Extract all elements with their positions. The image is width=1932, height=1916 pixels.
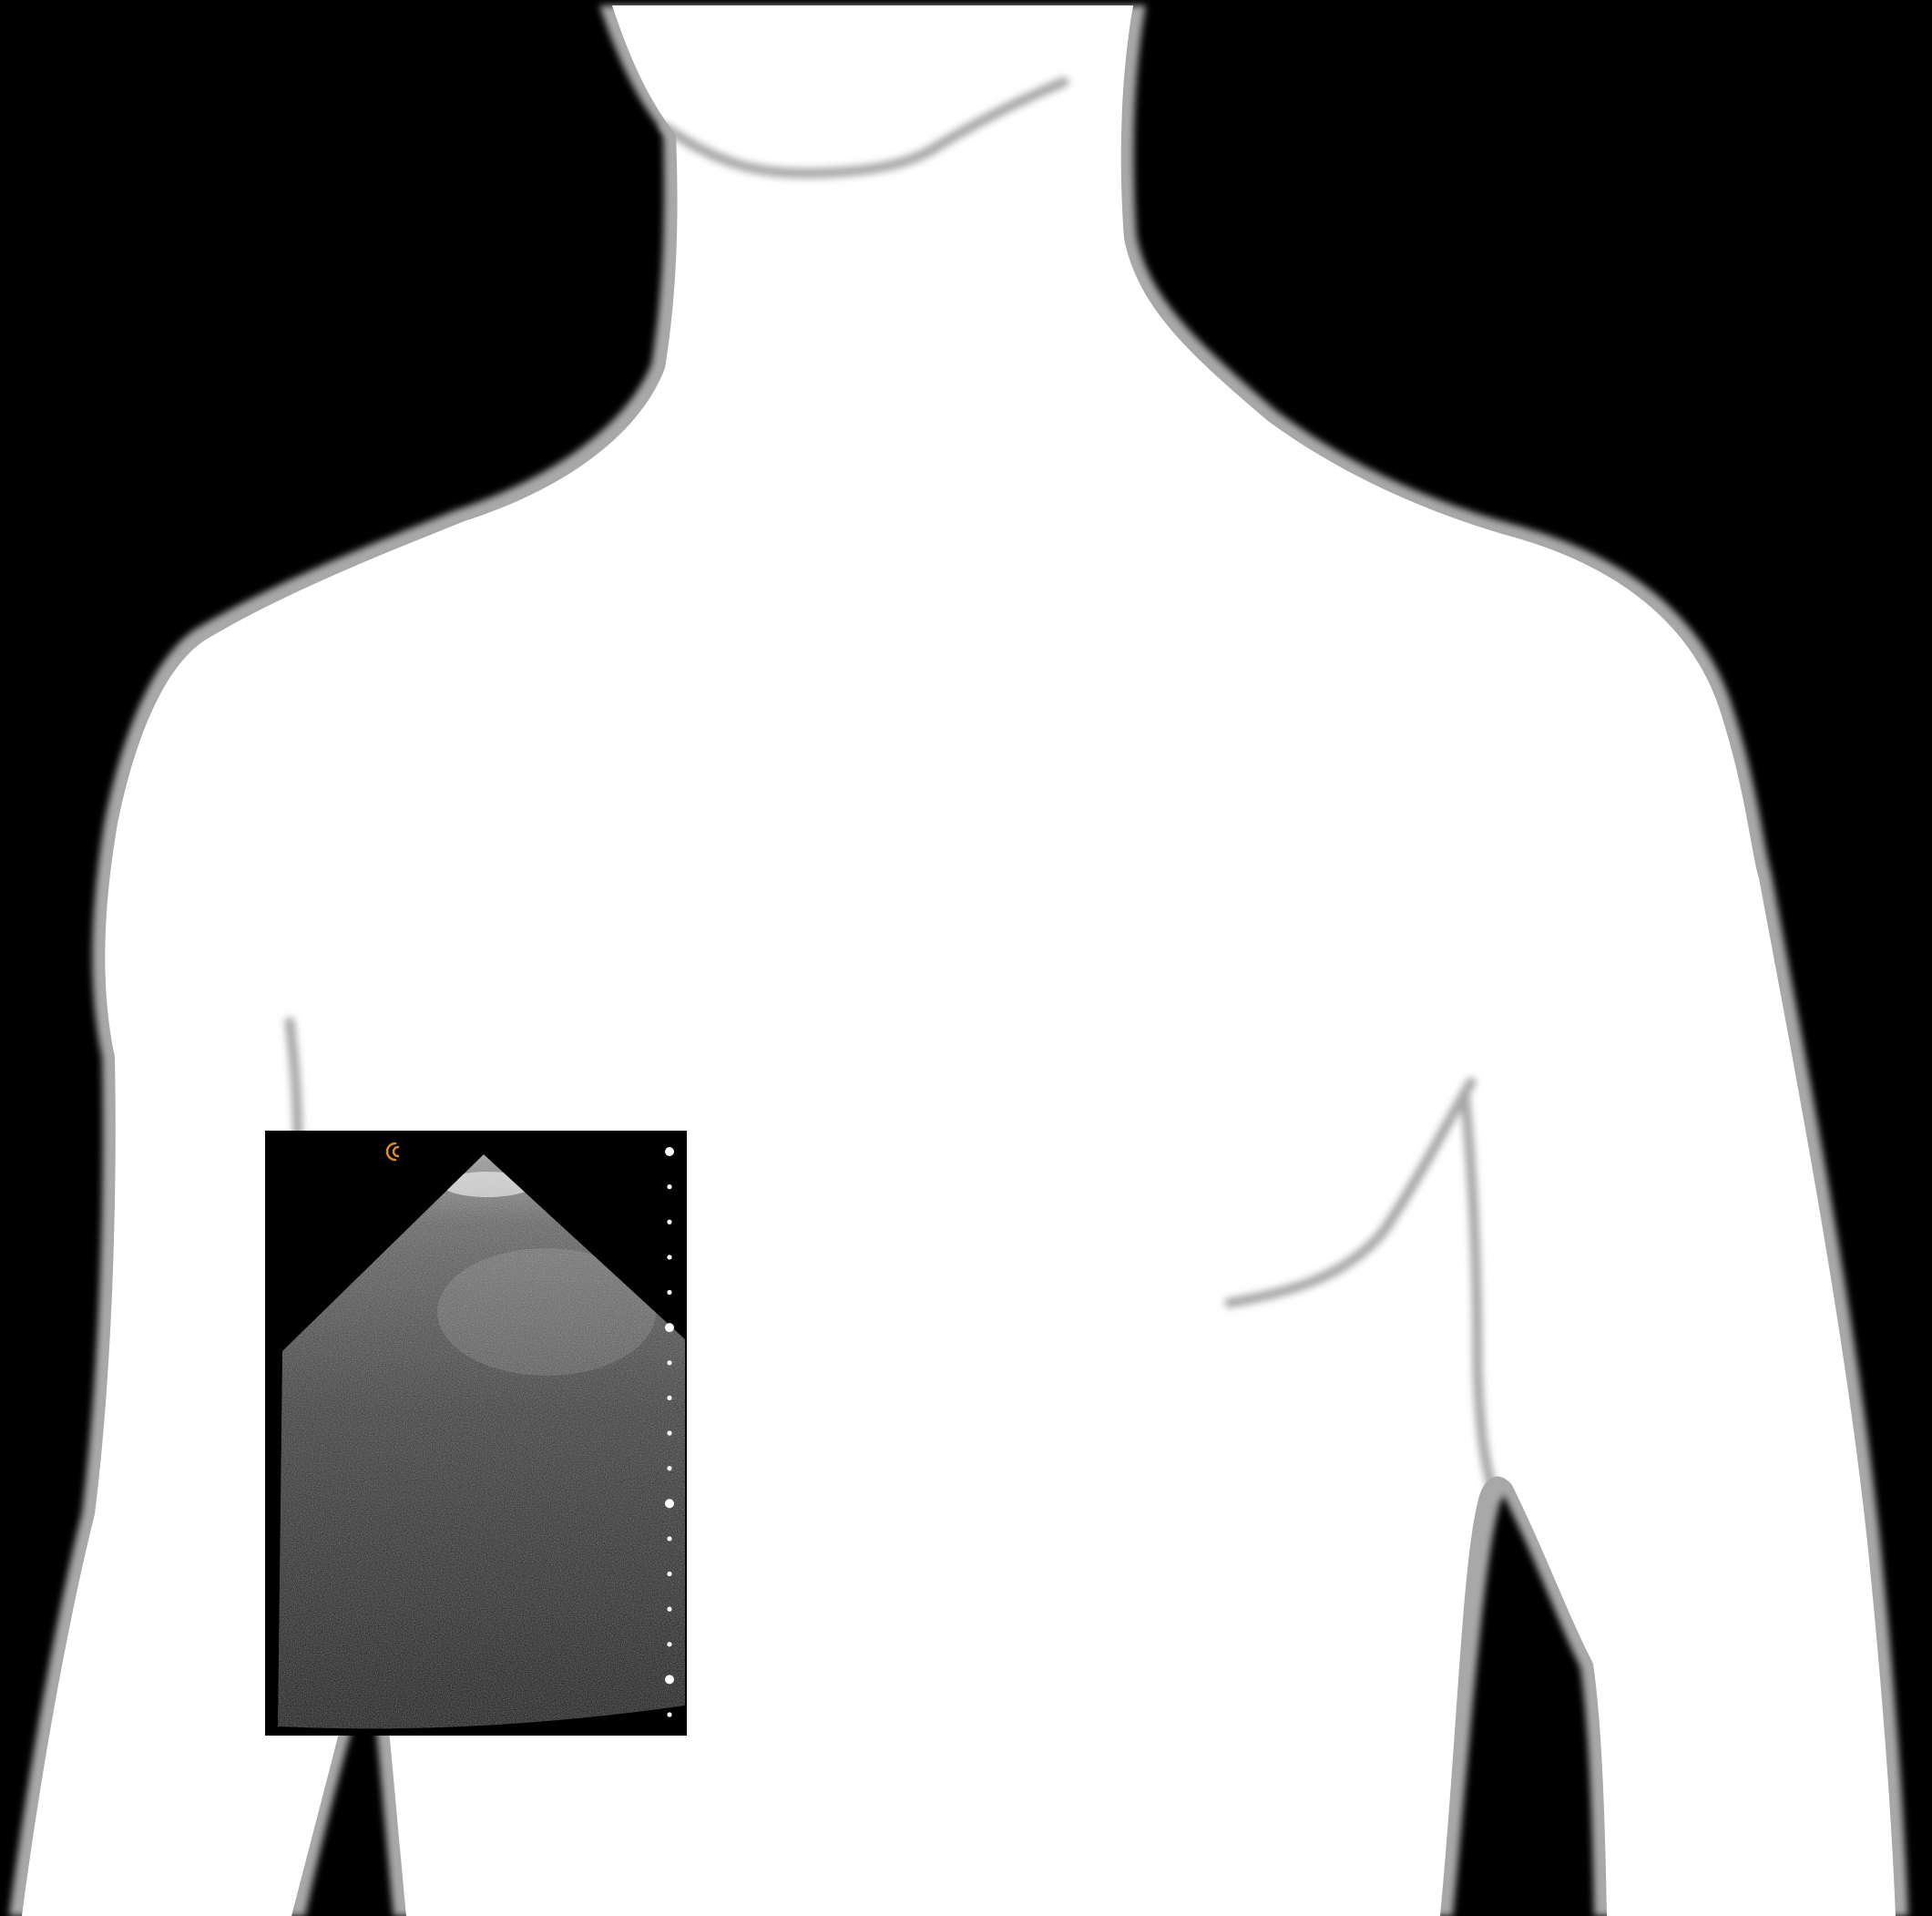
ultrasound-panel <box>265 1131 687 1736</box>
depth-minor-tick <box>667 1607 671 1612</box>
depth-major-tick <box>665 1675 674 1684</box>
depth-minor-tick <box>667 1642 671 1646</box>
depth-major-tick <box>665 1147 674 1156</box>
depth-major-tick <box>665 1323 674 1332</box>
depth-minor-tick <box>667 1396 671 1400</box>
depth-minor-tick <box>667 1290 671 1295</box>
depth-minor-tick <box>667 1712 671 1716</box>
depth-minor-tick <box>667 1255 671 1259</box>
depth-major-tick <box>665 1499 674 1508</box>
depth-minor-tick <box>667 1466 671 1470</box>
depth-minor-tick <box>667 1184 671 1189</box>
depth-minor-tick <box>667 1430 671 1435</box>
depth-minor-tick <box>667 1572 671 1576</box>
depth-minor-tick <box>667 1536 671 1541</box>
depth-minor-tick <box>667 1220 671 1224</box>
depth-minor-tick <box>667 1360 671 1365</box>
